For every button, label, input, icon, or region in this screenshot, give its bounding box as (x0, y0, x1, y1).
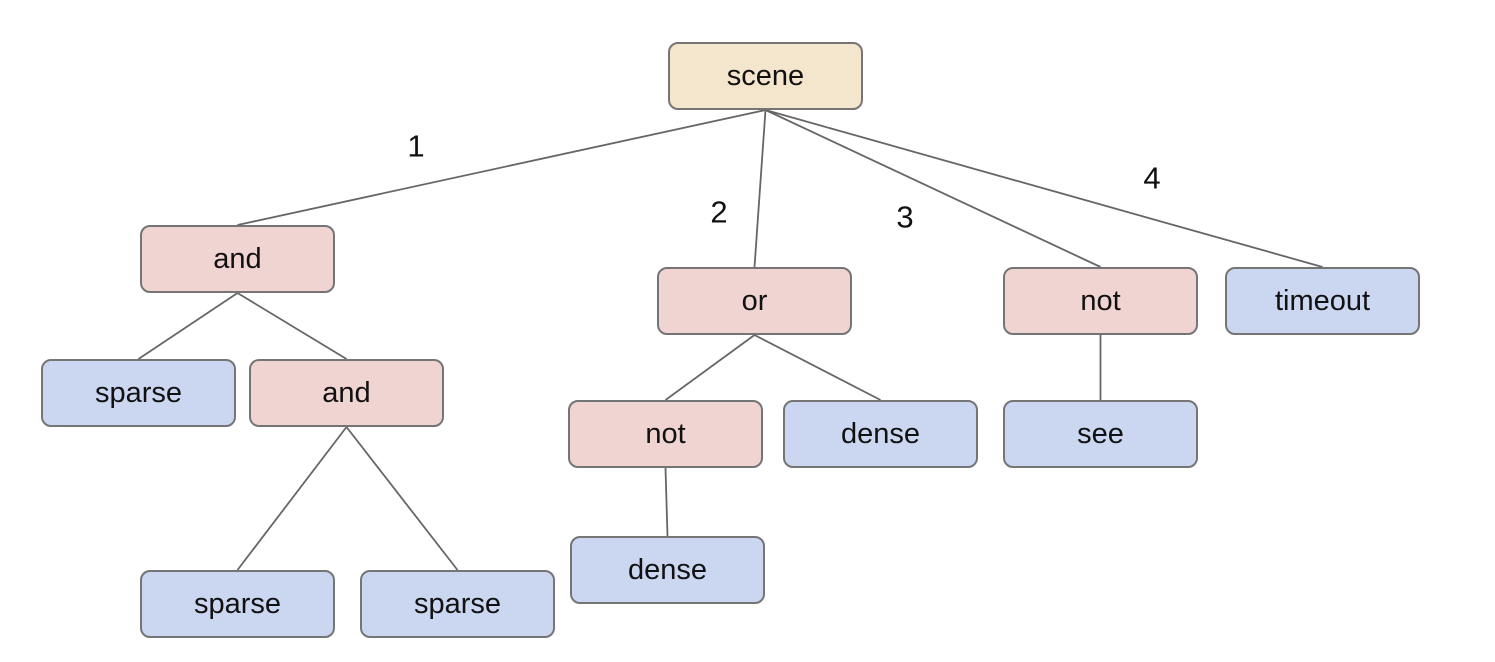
tree-node-timeout-1: timeout (1225, 267, 1420, 335)
tree-node-and-2: and (249, 359, 444, 427)
tree-node-see-1: see (1003, 400, 1198, 468)
tree-edge-or-1-dense-1 (754, 334, 881, 401)
tree-node-sparse-3: sparse (360, 570, 555, 638)
tree-node-sparse-1: sparse (41, 359, 236, 427)
tree-edge-not-2-dense-2 (664, 467, 669, 537)
tree-node-label: timeout (1274, 284, 1371, 317)
tree-node-and-1: and (140, 225, 335, 293)
tree-edge-scene-or-1 (753, 109, 767, 268)
tree-node-not-2: not (568, 400, 763, 468)
tree-node-label: dense (627, 553, 707, 586)
tree-node-label: not (1080, 284, 1121, 317)
tree-edge-scene-and-1 (237, 109, 766, 226)
tree-node-sparse-2: sparse (140, 570, 335, 638)
edge-order-label: 3 (896, 200, 913, 235)
tree-node-label: and (322, 376, 371, 409)
tree-edge-scene-timeout-1 (765, 109, 1323, 268)
tree-edge-scene-not-1 (765, 109, 1101, 268)
tree-node-label: see (1077, 417, 1124, 450)
tree-node-dense-2: dense (570, 536, 765, 604)
tree-edge-and-2-sparse-3 (345, 426, 459, 571)
tree-node-label: dense (840, 417, 920, 450)
tree-node-label: or (741, 284, 768, 317)
tree-node-or-1: or (657, 267, 852, 335)
tree-node-label: not (645, 417, 686, 450)
tree-node-not-1: not (1003, 267, 1198, 335)
edge-order-label: 2 (710, 195, 727, 230)
tree-node-label: sparse (94, 376, 183, 409)
tree-edge-or-1-not-2 (664, 334, 756, 401)
tree-edge-and-1-sparse-1 (138, 292, 238, 360)
tree-node-dense-1: dense (783, 400, 978, 468)
tree-edge-and-2-sparse-2 (236, 426, 348, 571)
edge-order-label: 4 (1143, 161, 1160, 196)
tree-node-label: sparse (413, 587, 502, 620)
tree-edge-and-1-and-2 (237, 292, 347, 360)
tree-node-label: sparse (193, 587, 282, 620)
edge-order-label: 1 (407, 129, 424, 164)
tree-node-label: scene (726, 59, 805, 92)
tree-node-label: and (213, 242, 262, 275)
tree-node-scene: scene (668, 42, 863, 110)
